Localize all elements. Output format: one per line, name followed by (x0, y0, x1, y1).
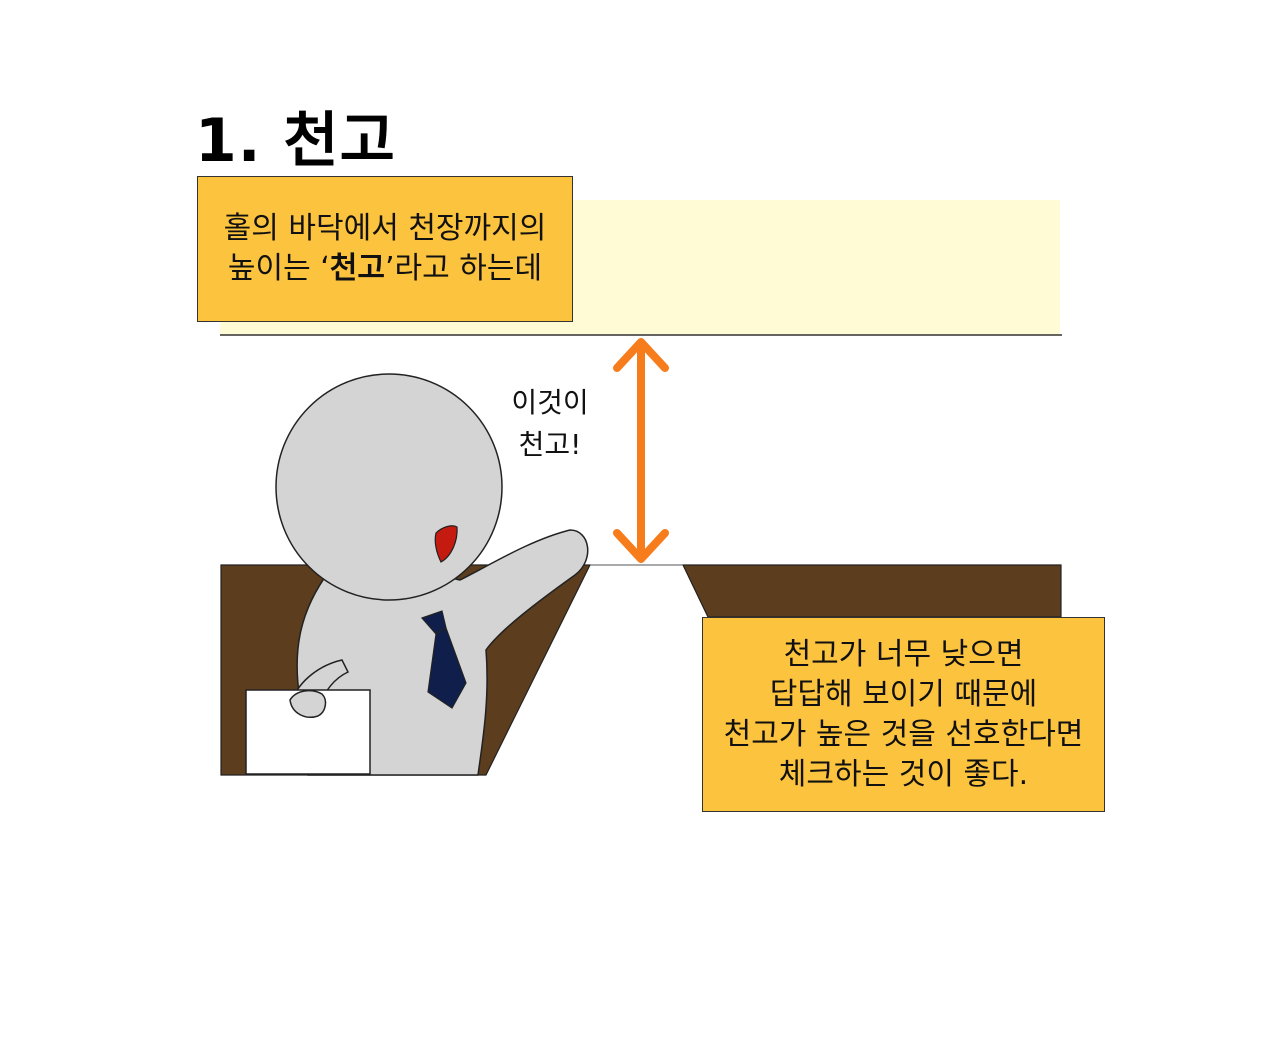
character-head (275, 373, 503, 601)
note-top-line1: 홀의 바닥에서 천장까지의 (223, 211, 547, 246)
note-bottom-line4: 체크하는 것이 좋다. (778, 756, 1029, 792)
note-bottom-line1: 천고가 너무 낮으면 (783, 636, 1024, 672)
note-top-suffix: ’라고 하는데 (385, 251, 543, 286)
character-hand (289, 689, 327, 718)
character-tie-blade (427, 627, 467, 709)
ceiling-definition-note: 홀의 바닥에서 천장까지의 높이는 ‘천고’라고 하는데 (197, 176, 573, 322)
note-bottom-line2: 답답해 보이기 때문에 (769, 676, 1038, 712)
height-arrow (613, 338, 669, 563)
character-mouth (434, 525, 458, 563)
page-title: 1. 천고 (195, 106, 396, 176)
note-top-line2: 높이는 ‘천고’라고 하는데 (198, 249, 572, 289)
floor-right (682, 564, 1062, 618)
note-top-prefix: 높이는 ‘ (227, 251, 330, 286)
ceiling-advice-note: 천고가 너무 낮으면 답답해 보이기 때문에 천고가 높은 것을 선호한다면 체… (702, 617, 1105, 812)
speech-text: 이것이 천고! (500, 382, 600, 466)
note-bottom-line3: 천고가 높은 것을 선호한다면 (723, 716, 1084, 752)
paper-sheet (245, 689, 371, 775)
note-top-term: 천고 (329, 251, 385, 286)
speech-line1: 이것이 (511, 386, 589, 419)
speech-line2: 천고! (518, 428, 582, 461)
